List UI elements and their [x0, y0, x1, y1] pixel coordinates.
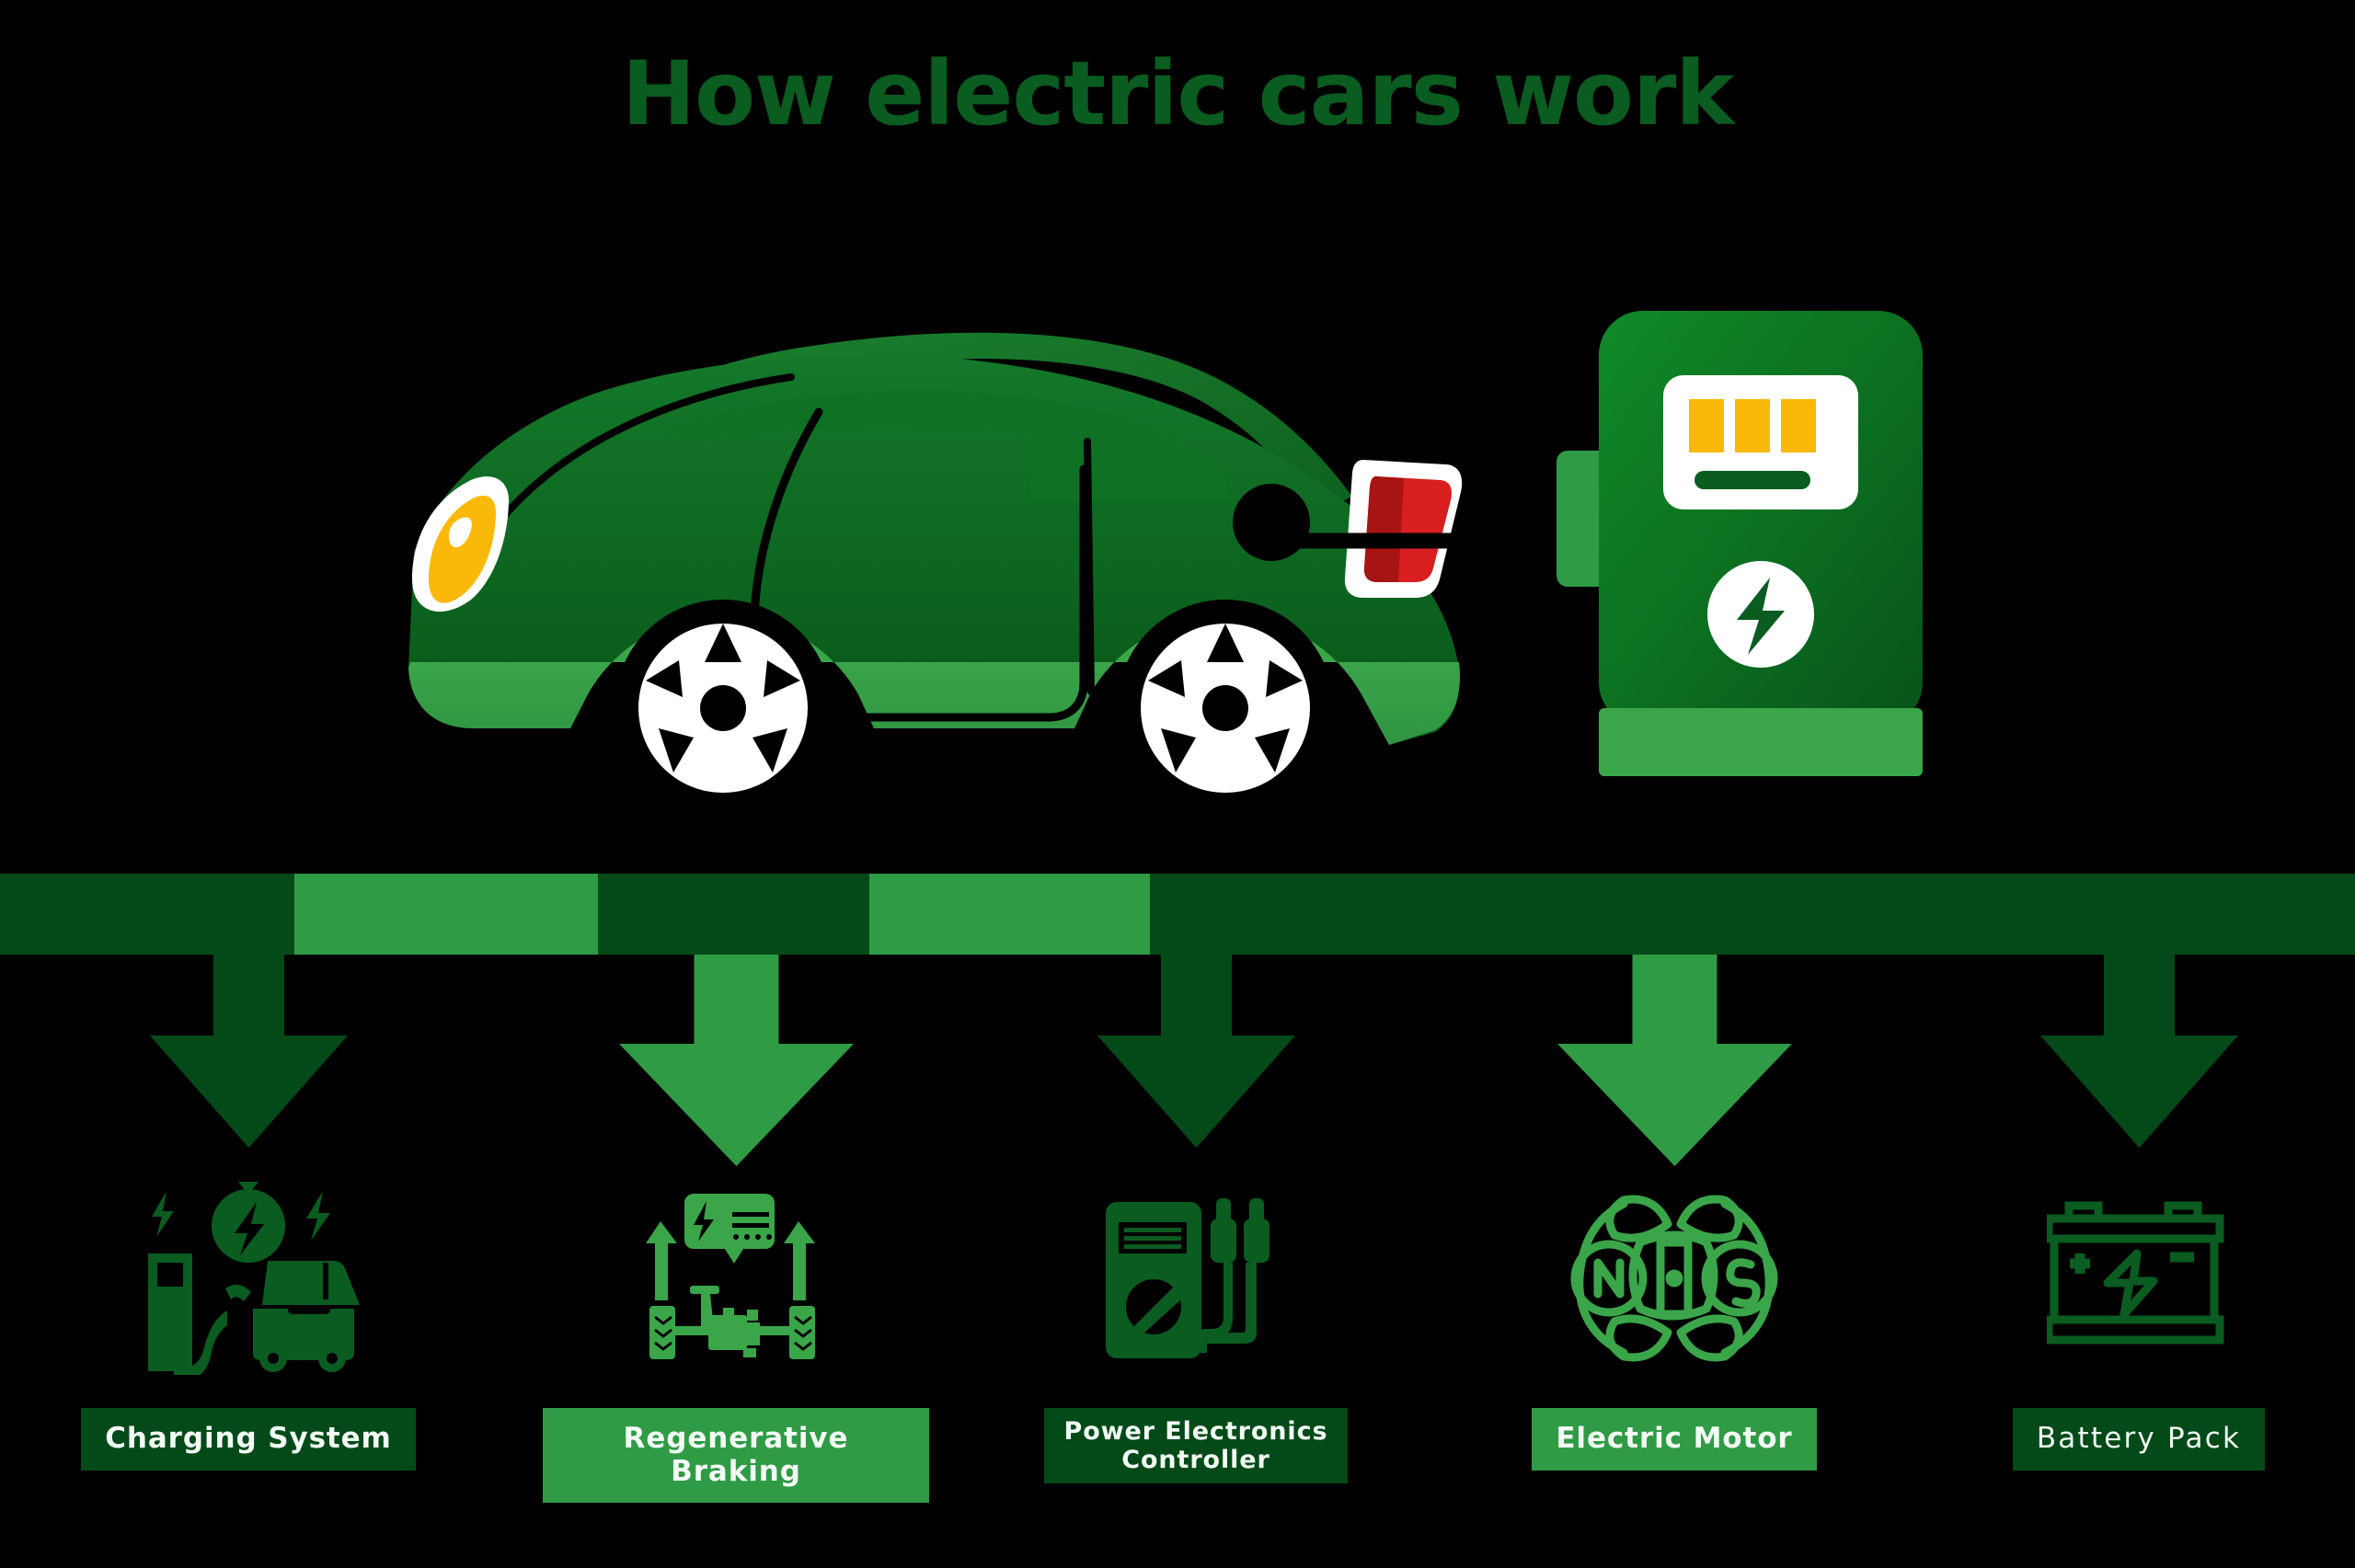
flow-bar — [0, 874, 2355, 955]
car-rear-wheel — [1117, 600, 1334, 817]
component-electric-motor[interactable]: Electric Motor — [1481, 1154, 1867, 1540]
arrow-power-electronics — [1097, 955, 1295, 1148]
label-regenerative-braking: Regenerative Braking — [543, 1408, 929, 1504]
component-power-electronics-controller[interactable]: Power Electronics Controller — [1003, 1154, 1389, 1540]
regenerative-braking-chassis-icon — [633, 1154, 840, 1402]
flow-bar-segment-1 — [294, 874, 598, 955]
car-headlight-lens — [429, 495, 497, 603]
label-electric-motor: Electric Motor — [1532, 1408, 1817, 1471]
page-title: How electric cars work — [621, 42, 1734, 145]
electric-motor-magnet-icon — [1568, 1154, 1780, 1402]
component-charging-system[interactable]: Charging System — [55, 1154, 442, 1540]
charger-nozzle-holder — [1557, 451, 1608, 587]
arrow-electric-motor — [1557, 955, 1792, 1166]
charger-base — [1599, 708, 1923, 776]
charger-screen-bar-1 — [1689, 399, 1724, 452]
label-charging-system: Charging System — [81, 1408, 416, 1471]
component-columns: Charging System — [0, 1154, 2355, 1540]
arrow-regenerative-braking — [618, 955, 854, 1166]
battery-pack-icon — [2047, 1154, 2231, 1402]
flow-bar-segment-0 — [0, 874, 294, 955]
charger-screen-bar-2 — [1735, 399, 1770, 452]
label-power-electronics-controller: Power Electronics Controller — [1043, 1408, 1349, 1484]
charging-station-car-icon — [133, 1154, 363, 1402]
flow-arrows — [0, 955, 2355, 1166]
charger-screen-underline — [1694, 471, 1810, 489]
component-battery-pack[interactable]: Battery Pack — [1946, 1154, 2332, 1540]
lightning-bolt-icon — [1737, 578, 1785, 655]
car-front-wheel — [615, 600, 832, 817]
electric-car — [408, 332, 1489, 817]
component-regenerative-braking[interactable]: Regenerative Braking — [543, 1154, 929, 1540]
car-headlight-glint — [448, 517, 472, 548]
car-taillight-shade — [1363, 476, 1404, 582]
car-charge-port — [1233, 484, 1310, 561]
charger-screen-bar-3 — [1781, 399, 1816, 452]
arrow-battery-pack — [2039, 955, 2238, 1148]
ev-charging-station — [1557, 311, 1923, 776]
multimeter-controller-icon — [1104, 1154, 1288, 1402]
label-battery-pack: Battery Pack — [2012, 1408, 2266, 1471]
arrow-charging-system — [149, 955, 348, 1148]
flow-bar-segment-2 — [598, 874, 869, 955]
hero-illustration — [0, 276, 2355, 874]
flow-bar-segment-4 — [1150, 874, 2355, 955]
flow-bar-segment-3 — [869, 874, 1150, 955]
car-door-line-2 — [1084, 438, 1095, 695]
